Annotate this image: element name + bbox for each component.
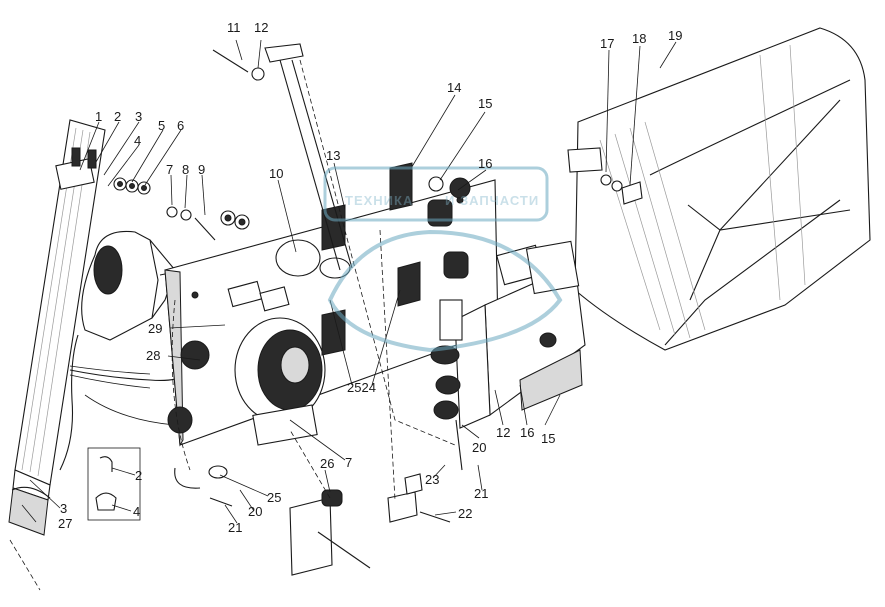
callout-29: 29 bbox=[148, 321, 162, 336]
callout-labels: 1 2 3 4 5 6 7 8 9 10 11 12 13 14 15 16 1… bbox=[58, 20, 682, 535]
callout-3b: 3 bbox=[60, 501, 67, 516]
clip-parts bbox=[87, 447, 141, 521]
watermark-line1: ТЕХНИКА bbox=[345, 193, 413, 208]
left-post bbox=[8, 119, 106, 591]
callout-12b: 12 bbox=[496, 425, 510, 440]
callout-3: 3 bbox=[135, 109, 142, 124]
callout-7b: 7 bbox=[345, 455, 352, 470]
callout-2b: 2 bbox=[135, 468, 142, 483]
callout-4: 4 bbox=[134, 133, 141, 148]
callout-6: 6 bbox=[177, 118, 184, 133]
callout-9: 9 bbox=[198, 162, 205, 177]
callout-19: 19 bbox=[668, 28, 682, 43]
callout-21a: 21 bbox=[228, 520, 242, 535]
callout-16b: 16 bbox=[520, 425, 534, 440]
junction-box bbox=[454, 240, 586, 429]
callout-26: 26 bbox=[320, 456, 334, 471]
callout-2524: 2524 bbox=[347, 380, 376, 395]
assembly-lines bbox=[171, 59, 456, 501]
top-clamp bbox=[55, 147, 97, 190]
callout-27: 27 bbox=[58, 516, 72, 531]
housing-fasteners bbox=[567, 147, 643, 205]
cable-harness bbox=[59, 334, 186, 471]
callout-20a: 20 bbox=[472, 440, 486, 455]
callout-12: 12 bbox=[254, 20, 268, 35]
callout-21b: 21 bbox=[474, 486, 488, 501]
bottom-parts bbox=[174, 465, 451, 576]
panel-motor bbox=[167, 317, 326, 446]
callout-15b: 15 bbox=[541, 431, 555, 446]
callout-10: 10 bbox=[269, 166, 283, 181]
top-bolt bbox=[212, 43, 353, 271]
callout-1: 1 bbox=[95, 109, 102, 124]
callout-13: 13 bbox=[326, 148, 340, 163]
callout-28: 28 bbox=[146, 348, 160, 363]
right-housing bbox=[574, 27, 871, 351]
callout-20b: 20 bbox=[248, 504, 262, 519]
callout-18: 18 bbox=[632, 31, 646, 46]
motor-bracket bbox=[81, 230, 186, 341]
fuse-column bbox=[430, 299, 463, 471]
callout-4b: 4 bbox=[133, 504, 140, 519]
watermark: ТЕХНИКА И ЗАПЧАСТИ bbox=[323, 166, 563, 353]
callout-22: 22 bbox=[458, 506, 472, 521]
callout-2: 2 bbox=[114, 109, 121, 124]
callout-5: 5 bbox=[158, 118, 165, 133]
callout-14: 14 bbox=[447, 80, 461, 95]
panel-connectors bbox=[227, 280, 290, 312]
callout-25: 25 bbox=[267, 490, 281, 505]
callout-17: 17 bbox=[600, 36, 614, 51]
callout-8: 8 bbox=[182, 162, 189, 177]
callout-7: 7 bbox=[166, 162, 173, 177]
callout-23: 23 bbox=[425, 472, 439, 487]
callout-15: 15 bbox=[478, 96, 492, 111]
callout-16: 16 bbox=[478, 156, 492, 171]
watermark-line2: И ЗАПЧАСТИ bbox=[445, 193, 539, 208]
callout-11: 11 bbox=[227, 20, 241, 35]
